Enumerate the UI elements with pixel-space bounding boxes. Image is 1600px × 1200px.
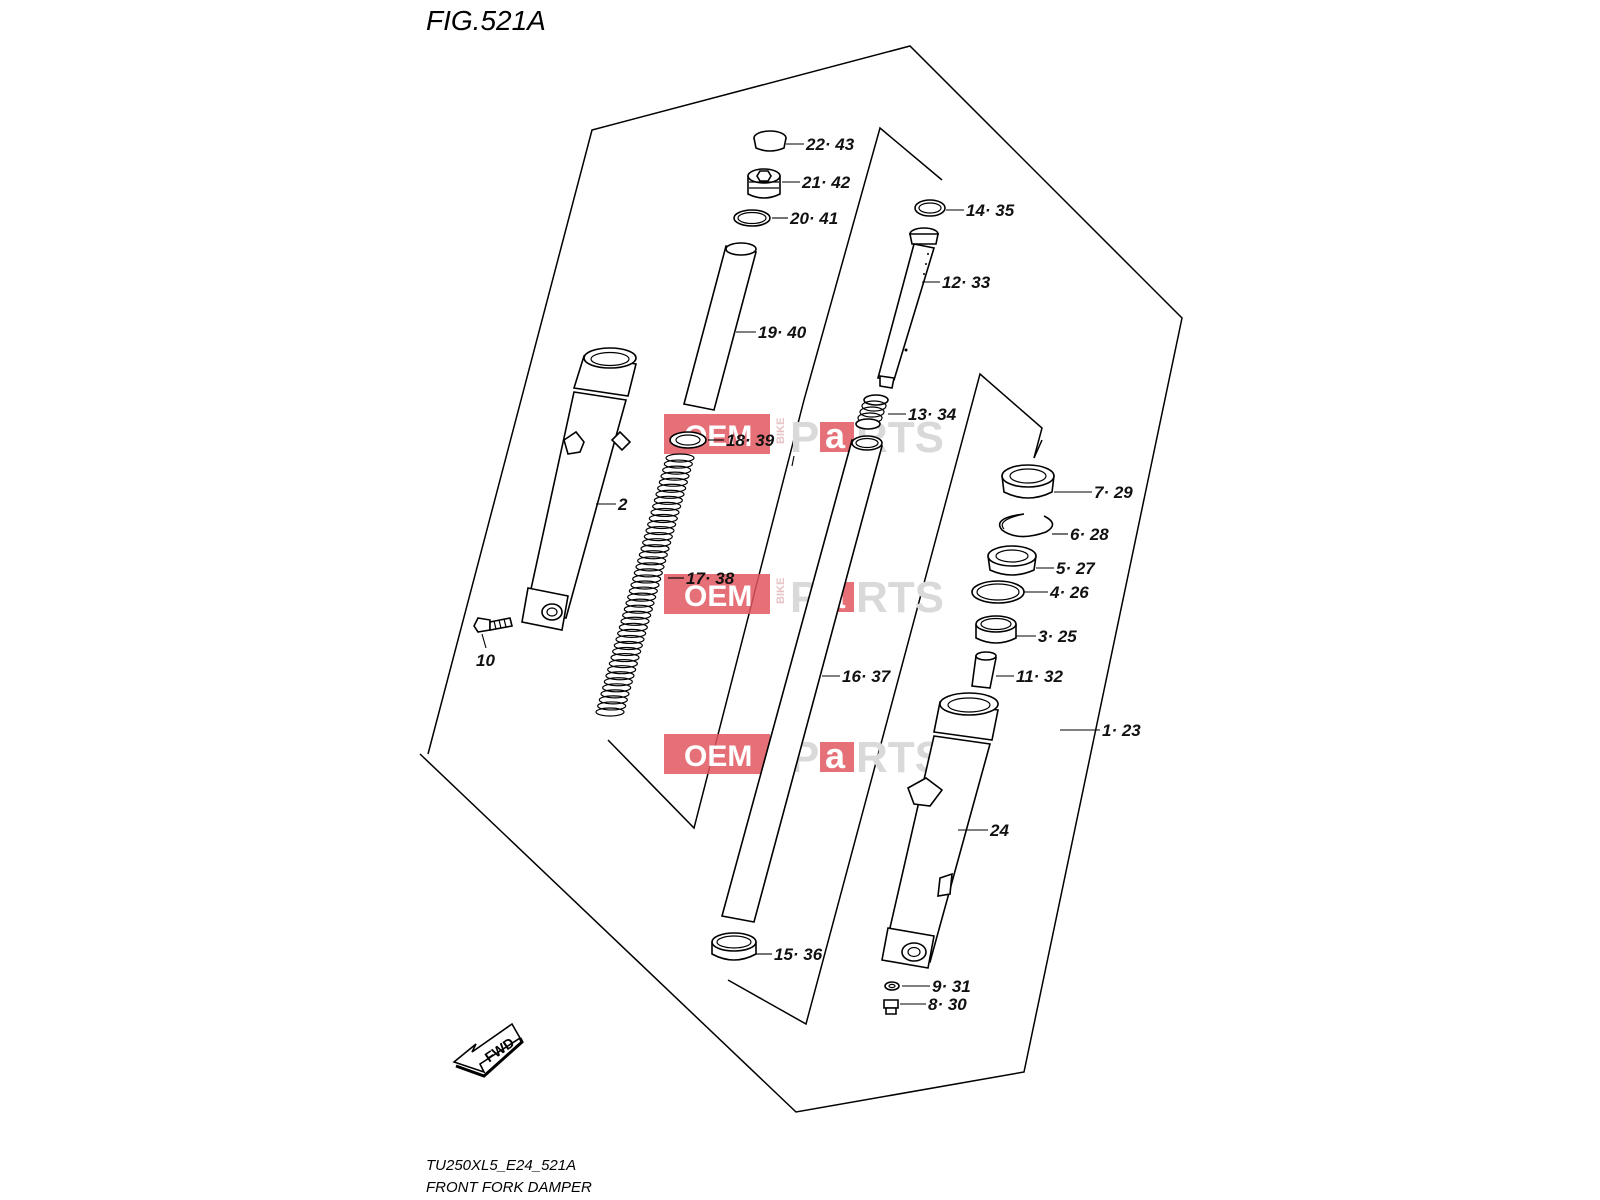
callout-1-23: 1· 23 bbox=[1102, 721, 1141, 740]
callout-13-34: 13· 34 bbox=[908, 405, 957, 424]
outer-tube-part-24 bbox=[881, 692, 999, 969]
frame-gap-mark bbox=[791, 455, 795, 467]
gasket-part-9-31 bbox=[884, 981, 900, 991]
callout-10: 10 bbox=[476, 651, 495, 670]
fork-spring-part-17-38 bbox=[595, 453, 695, 717]
callout-9-31: 9· 31 bbox=[932, 977, 971, 996]
spacer-tube-part-19-40 bbox=[683, 242, 757, 411]
oil-lock-piece-part-11-32 bbox=[971, 651, 997, 689]
bolt-part-10 bbox=[473, 617, 513, 633]
cap-part-22-43 bbox=[753, 130, 787, 152]
outer-tube-part-2 bbox=[521, 347, 637, 631]
leader-10 bbox=[481, 633, 487, 649]
oil-seal-part-5-27 bbox=[987, 545, 1037, 576]
svg-text:OEM: OEM bbox=[684, 580, 752, 613]
svg-text:BIKE: BIKE bbox=[775, 578, 787, 604]
damper-rod-bolt-part-8-30 bbox=[883, 999, 899, 1015]
watermark-3: OEM BIKE P a RTS bbox=[664, 733, 944, 782]
callout-11-32: 11· 32 bbox=[1016, 667, 1063, 686]
svg-text:BIKE: BIKE bbox=[775, 418, 787, 444]
damper-group-frame-right bbox=[1033, 439, 1043, 459]
footer-model-code: TU250XL5_E24_521A bbox=[426, 1157, 576, 1174]
callout-22-43: 22· 43 bbox=[805, 135, 855, 154]
washer-part-18-39 bbox=[669, 431, 707, 449]
callout-20-41: 20· 41 bbox=[789, 209, 838, 228]
callout-15-36: 15· 36 bbox=[774, 945, 823, 964]
footer-caption: FRONT FORK DAMPER bbox=[426, 1179, 592, 1196]
ring-part-14-35 bbox=[914, 199, 946, 217]
svg-text:RTS: RTS bbox=[856, 573, 944, 622]
washer-part-4-26 bbox=[971, 580, 1025, 604]
dust-seal-part-7-29 bbox=[1001, 464, 1055, 499]
callout-18-39: 18· 39 bbox=[726, 431, 775, 450]
callout-2: 2 bbox=[617, 495, 628, 514]
svg-text:a: a bbox=[825, 735, 846, 776]
callout-19-40: 19· 40 bbox=[758, 323, 807, 342]
callout-4-26: 4· 26 bbox=[1049, 583, 1089, 602]
svg-text:P: P bbox=[790, 413, 819, 462]
svg-text:OEM: OEM bbox=[684, 740, 752, 773]
figure-title: FIG.521A bbox=[426, 5, 546, 36]
spring-group-frame bbox=[607, 126, 943, 830]
guide-bushing-part-3-25 bbox=[975, 615, 1017, 644]
rebound-spring-part-13-34 bbox=[855, 394, 889, 430]
fwd-direction-arrow: FWD bbox=[452, 1022, 524, 1078]
damper-group-frame bbox=[727, 372, 1043, 1026]
callout-12-33: 12· 33 bbox=[942, 273, 991, 292]
damper-rod-part-12-33 bbox=[876, 227, 939, 389]
o-ring-part-20-41 bbox=[733, 209, 771, 227]
callout-24: 24 bbox=[989, 821, 1009, 840]
callout-21-42: 21· 42 bbox=[801, 173, 851, 192]
inner-tube-part-16-37 bbox=[720, 435, 883, 923]
plug-bolt-part-21-42 bbox=[747, 168, 781, 199]
callout-17-38: 17· 38 bbox=[686, 569, 735, 588]
circlip-part-6-28 bbox=[998, 513, 1054, 538]
svg-text:a: a bbox=[825, 415, 846, 456]
callout-3-25: 3· 25 bbox=[1038, 627, 1077, 646]
slide-bushing-part-15-36 bbox=[711, 932, 757, 961]
callout-14-35: 14· 35 bbox=[966, 201, 1015, 220]
outer-assembly-frame bbox=[419, 45, 1183, 1113]
callout-8-30: 8· 30 bbox=[928, 995, 967, 1014]
callout-5-27: 5· 27 bbox=[1056, 559, 1096, 578]
callout-6-28: 6· 28 bbox=[1070, 525, 1109, 544]
callout-7-29: 7· 29 bbox=[1094, 483, 1133, 502]
callout-16-37: 16· 37 bbox=[842, 667, 892, 686]
